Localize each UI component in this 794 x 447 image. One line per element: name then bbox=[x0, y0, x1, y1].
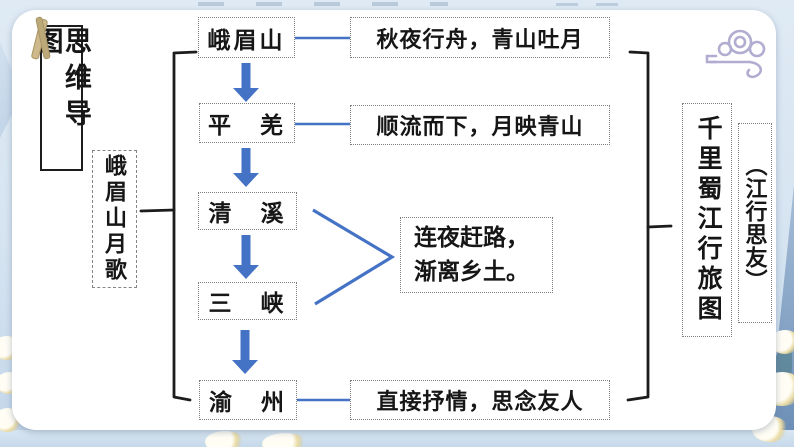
theme-box: （江行思友） bbox=[738, 123, 772, 323]
note-pingqiang: 顺流而下，月映青山 bbox=[350, 105, 610, 145]
flower-decoration bbox=[205, 431, 245, 447]
station-pingqiang: 平 羌 bbox=[199, 103, 295, 143]
summary-label: 千里蜀江行旅图 bbox=[694, 115, 722, 325]
poem-title-box: 峨眉山月歌 bbox=[92, 150, 137, 288]
background-texture bbox=[556, 3, 626, 6]
paper-clip-decoration-icon bbox=[31, 16, 51, 60]
poem-title-label: 峨眉山月歌 bbox=[102, 154, 128, 284]
background-texture bbox=[198, 2, 448, 6]
note-emeishan: 秋夜行舟，青山吐月 bbox=[350, 17, 610, 58]
station-emeishan: 峨眉山 bbox=[198, 17, 295, 58]
note-line1: 连夜赶路， bbox=[414, 225, 529, 250]
station-label: 三 峡 bbox=[208, 291, 287, 316]
note-yuzhou: 直接抒情，思念友人 bbox=[350, 380, 610, 420]
bottom-band bbox=[0, 430, 794, 447]
mindmap-title-box: 思维导图 bbox=[33, 25, 91, 171]
station-label: 渝 州 bbox=[209, 390, 287, 415]
note-text: 直接抒情，思念友人 bbox=[376, 389, 584, 414]
theme-label: （江行思友） bbox=[742, 154, 768, 292]
station-label: 平 羌 bbox=[208, 113, 286, 138]
note-qingxi-sanxia: 连夜赶路， 渐离乡土。 bbox=[400, 217, 553, 293]
summary-box: 千里蜀江行旅图 bbox=[682, 103, 732, 337]
flower-decoration bbox=[262, 433, 308, 447]
note-line2: 渐离乡土。 bbox=[414, 259, 529, 284]
station-qingxi: 清 溪 bbox=[198, 192, 297, 230]
station-label: 峨眉山 bbox=[207, 27, 286, 53]
note-text: 顺流而下，月映青山 bbox=[376, 114, 584, 139]
note-text: 秋夜行舟，青山吐月 bbox=[376, 26, 584, 52]
station-label: 清 溪 bbox=[208, 201, 287, 226]
station-sanxia: 三 峡 bbox=[198, 282, 297, 320]
station-yuzhou: 渝 州 bbox=[199, 380, 297, 420]
cloud-ornament-icon bbox=[705, 29, 766, 79]
